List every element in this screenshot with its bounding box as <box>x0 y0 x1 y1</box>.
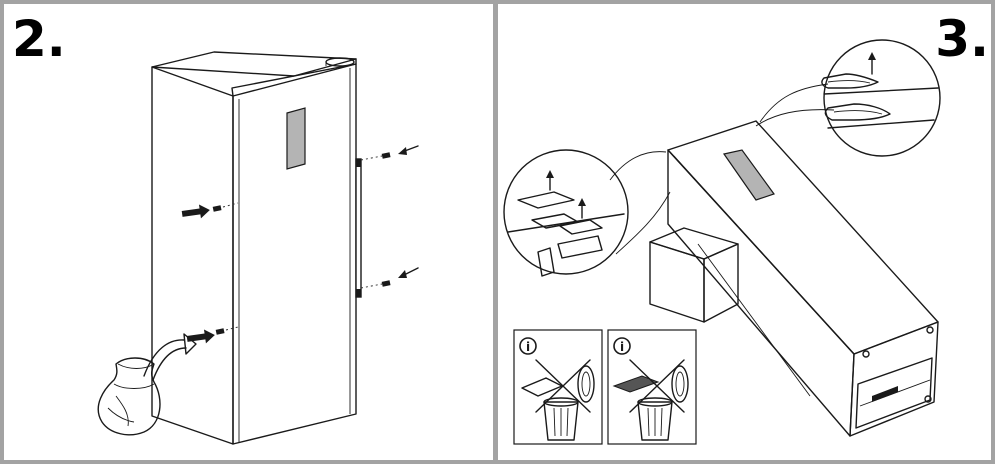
info-icon <box>519 337 537 355</box>
support-block <box>649 227 739 323</box>
detail-hinge-cap <box>755 39 941 157</box>
info-icon <box>613 337 631 355</box>
info-icon-glyph: i <box>620 340 624 354</box>
recycle-info-box-1: i <box>513 329 603 445</box>
recycle-info-box-2: i <box>607 329 697 445</box>
door-handle <box>355 158 362 298</box>
rear-label <box>722 149 775 201</box>
step-3-panel: 3. <box>498 4 991 460</box>
detail-cover <box>503 149 671 277</box>
step-3-number: 3. <box>935 10 989 68</box>
curved-arrow <box>143 333 197 381</box>
step-2-panel: 2. <box>4 4 493 460</box>
freezer-cabinet <box>151 51 362 445</box>
step-2-drawing <box>97 51 419 445</box>
left-screw-arrows <box>181 202 239 344</box>
screw-bag <box>97 357 161 436</box>
tilted-freezer <box>667 120 939 437</box>
step-3-drawing: i i <box>503 39 941 445</box>
display-panel <box>286 107 306 170</box>
info-icon-glyph: i <box>526 340 530 354</box>
right-screw-arrows <box>360 145 419 289</box>
step-2-number: 2. <box>12 10 66 68</box>
